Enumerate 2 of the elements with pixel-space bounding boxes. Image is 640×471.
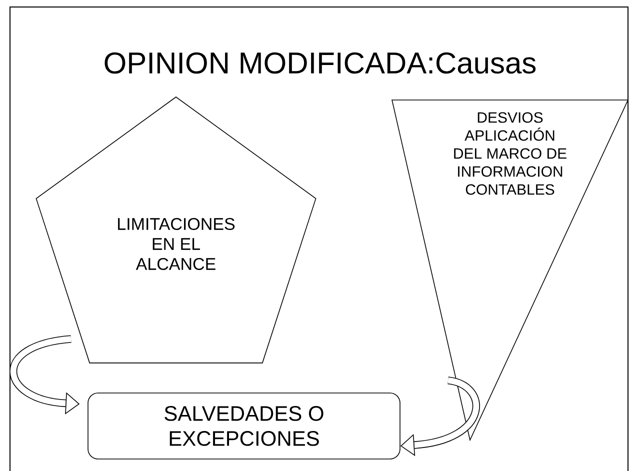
rounded-box: SALVEDADES O EXCEPCIONES (88, 392, 400, 460)
title: OPINION MODIFICADA:Causas (104, 52, 536, 74)
